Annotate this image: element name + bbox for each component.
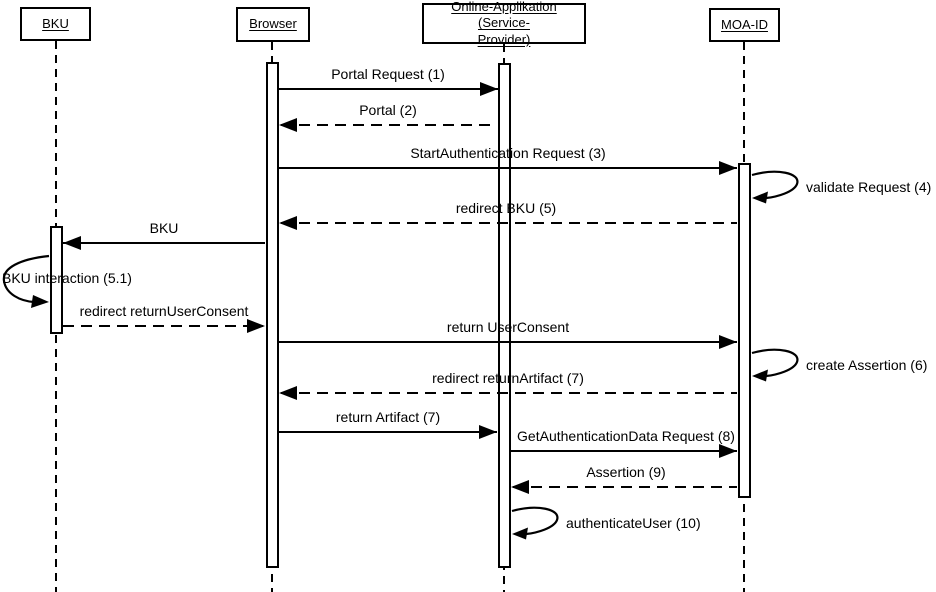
activation-moa-id [738,163,751,498]
arrowhead-return-userconsent [719,335,737,349]
self-loop-create-assertion [751,348,799,382]
message-line-redirect-bku [281,222,737,224]
actor-box-moa-id: MOA-ID [709,8,780,42]
message-line-return-artifact [279,431,497,433]
message-label-redirect-bku: redirect BKU (5) [455,200,557,216]
arrowhead-redirect-returnuserconsent [247,319,265,333]
arrowhead-redirect-returnartifact [279,386,297,400]
message-line-redirect-returnartifact [281,392,737,394]
message-line-portal-request [279,88,498,90]
message-label-portal: Portal (2) [359,102,417,118]
actor-box-online-applikation: Online-Applikation (Service- Provider) [422,0,586,47]
activation-online-applikation [498,63,511,568]
actor-name-online-applikation: Online-Applikation (Service- Provider) [451,0,557,47]
actor-name-moa-id: MOA-ID [721,16,768,32]
message-line-portal [281,124,497,126]
arrowhead-portal [279,118,297,132]
arrowhead-return-artifact [479,425,497,439]
message-label-getauthenticationdata-request: GetAuthenticationData Request (8) [517,428,735,444]
message-label-validate-request: validate Request (4) [806,179,932,195]
arrowhead-startauthentication-request [719,161,737,175]
arrowhead-portal-request [480,82,498,96]
message-label-bku: BKU [149,220,179,236]
message-label-assertion: Assertion (9) [586,464,666,480]
actor-name-browser: Browser [249,16,297,32]
message-line-bku [63,242,265,244]
arrowhead-assertion [511,480,529,494]
self-loop-bku-interaction [2,254,50,308]
actor-box-bku: BKU [20,7,91,41]
message-label-startauthentication-request: StartAuthentication Request (3) [410,145,606,161]
message-line-getauthenticationdata-request [511,450,737,452]
arrowhead-redirect-bku [279,216,297,230]
message-label-return-userconsent: return UserConsent [446,319,570,335]
activation-bku [50,226,63,334]
arrowhead-bku [63,236,81,250]
actor-name-bku: BKU [42,15,69,31]
actor-box-browser: Browser [236,7,310,42]
message-label-redirect-returnuserconsent: redirect returnUserConsent [79,303,249,319]
message-line-return-userconsent [279,341,737,343]
self-loop-validate-request [751,170,799,204]
message-label-redirect-returnartifact: redirect returnArtifact (7) [432,370,584,386]
self-loop-authenticateuser [511,506,559,540]
message-label-bku-interaction: BKU interaction (5.1) [2,270,132,286]
arrowhead-getauthenticationdata-request [719,444,737,458]
message-line-redirect-returnuserconsent [63,325,263,327]
message-label-authenticateuser: authenticateUser (10) [566,515,701,531]
message-label-portal-request: Portal Request (1) [331,66,445,82]
message-line-startauthentication-request [279,167,737,169]
message-label-create-assertion: create Assertion (6) [806,357,928,373]
activation-browser [266,62,279,568]
message-label-return-artifact: return Artifact (7) [335,409,441,425]
message-line-assertion [513,486,737,488]
